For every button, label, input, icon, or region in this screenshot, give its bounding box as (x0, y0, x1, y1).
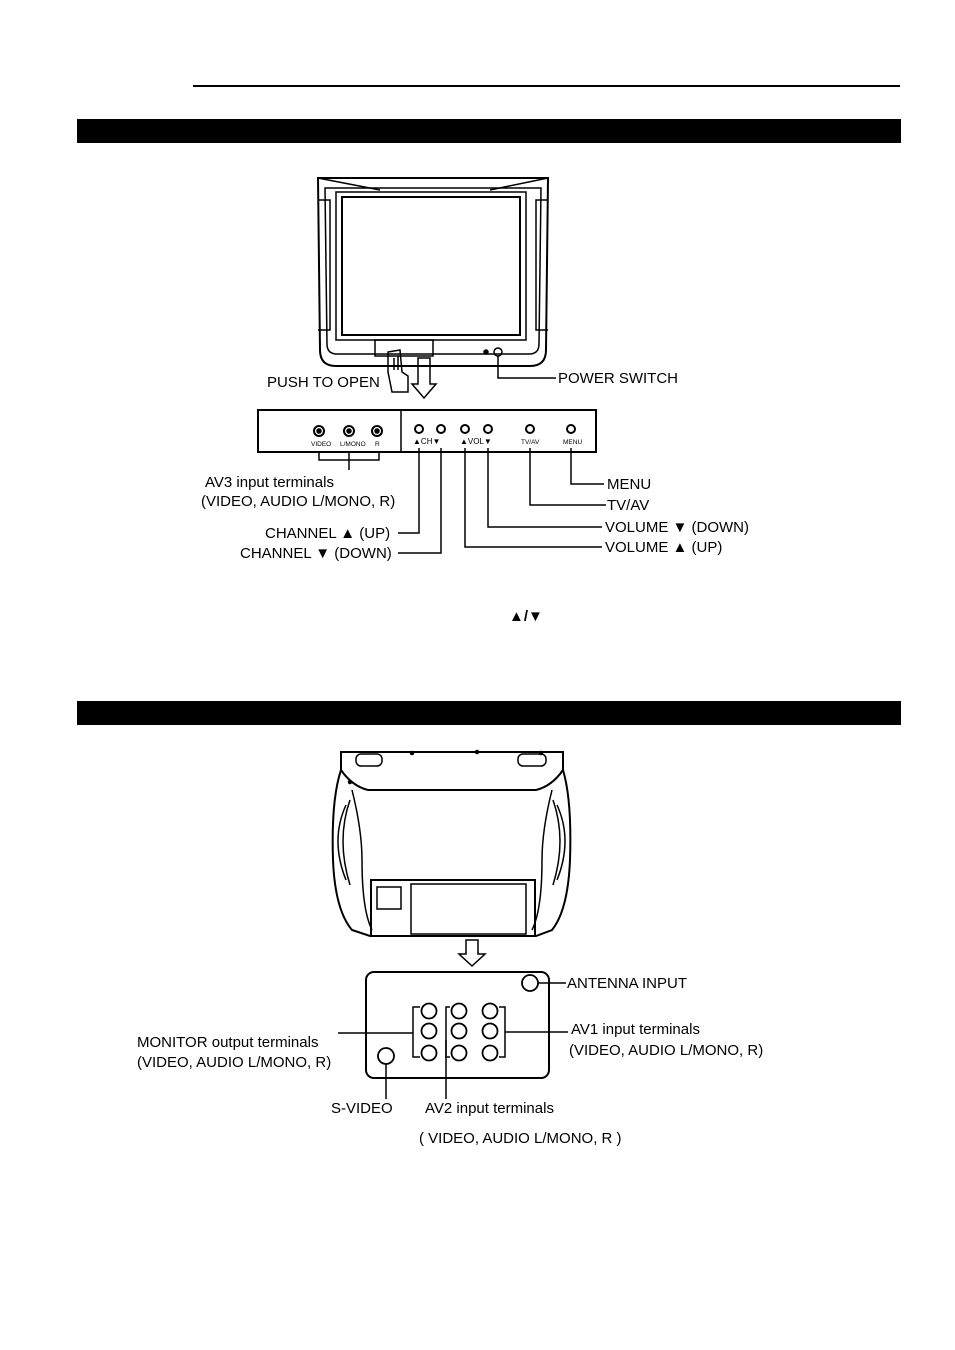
panel-lmono-label: L/MONO (340, 441, 366, 448)
panel-tvav-label: TV/AV (521, 439, 540, 446)
av3-video-jack[interactable] (313, 425, 325, 437)
av1-r-jack[interactable] (481, 1044, 499, 1062)
av2-video-jack[interactable] (450, 1002, 468, 1020)
av1-label-line1: AV1 input terminals (571, 1021, 700, 1038)
monitor-lmono-jack[interactable] (420, 1022, 438, 1040)
panel-vol-label: ▲VOL▼ (460, 437, 492, 446)
tvav-label: TV/AV (607, 497, 649, 514)
s-video-label: S-VIDEO (331, 1100, 393, 1117)
av3-label-line2: (VIDEO, AUDIO L/MONO, R) (201, 493, 395, 510)
rear-terminal-panel (365, 971, 550, 1079)
monitor-label-line2: (VIDEO, AUDIO L/MONO, R) (137, 1054, 331, 1071)
section-bar-rear (77, 701, 901, 725)
av1-video-jack[interactable] (481, 1002, 499, 1020)
av2-lmono-jack[interactable] (450, 1022, 468, 1040)
monitor-video-jack[interactable] (420, 1002, 438, 1020)
power-switch-leader (497, 356, 556, 379)
volume-down-label: VOLUME ▼ (DOWN) (605, 519, 749, 536)
tvav-button[interactable] (525, 424, 535, 434)
volume-up-label: VOLUME ▲ (UP) (605, 539, 722, 556)
power-switch-label: POWER SWITCH (558, 370, 678, 387)
monitor-r-jack[interactable] (420, 1044, 438, 1062)
rear-leaders (338, 982, 568, 1099)
av1-lmono-jack[interactable] (481, 1022, 499, 1040)
power-switch-button[interactable] (493, 347, 503, 357)
tv-front-illustration (316, 177, 550, 400)
volume-down-button[interactable] (483, 424, 493, 434)
channel-down-label: CHANNEL ▼ (DOWN) (240, 545, 392, 562)
s-video-jack[interactable] (377, 1047, 395, 1065)
updown-glyph: ▲/▼ (509, 608, 543, 625)
tv-screen (341, 196, 521, 336)
av3-r-jack[interactable] (371, 425, 383, 437)
av1-label-line2: (VIDEO, AUDIO L/MONO, R) (569, 1042, 763, 1059)
panel-ch-label: ▲CH▼ (413, 437, 440, 446)
panel-video-label: VIDEO (311, 441, 331, 448)
front-leaders (318, 448, 606, 554)
volume-up-button[interactable] (460, 424, 470, 434)
rear-arrow-icon (457, 939, 487, 968)
channel-up-label: CHANNEL ▲ (UP) (265, 525, 390, 542)
section-bar-front (77, 119, 901, 143)
av2-r-jack[interactable] (450, 1044, 468, 1062)
tv-rear-illustration (331, 749, 572, 968)
av2-label-line1: AV2 input terminals (425, 1100, 554, 1117)
push-to-open-label: PUSH TO OPEN (267, 374, 380, 391)
channel-up-button[interactable] (414, 424, 424, 434)
open-arrow-icon (410, 357, 438, 400)
antenna-input-jack[interactable] (521, 974, 539, 992)
menu-label: MENU (607, 476, 651, 493)
av3-label-line1: AV3 input terminals (205, 474, 334, 491)
channel-down-button[interactable] (436, 424, 446, 434)
av3-lmono-jack[interactable] (343, 425, 355, 437)
header-rule (193, 85, 900, 87)
panel-menu-label: MENU (563, 439, 582, 446)
monitor-label-line1: MONITOR output terminals (137, 1034, 318, 1051)
menu-button[interactable] (566, 424, 576, 434)
antenna-input-label: ANTENNA INPUT (567, 975, 687, 992)
front-control-panel (257, 409, 597, 453)
panel-r-label: R (375, 441, 380, 448)
av2-label-line2: ( VIDEO, AUDIO L/MONO, R ) (419, 1130, 622, 1147)
front-door (374, 339, 434, 357)
